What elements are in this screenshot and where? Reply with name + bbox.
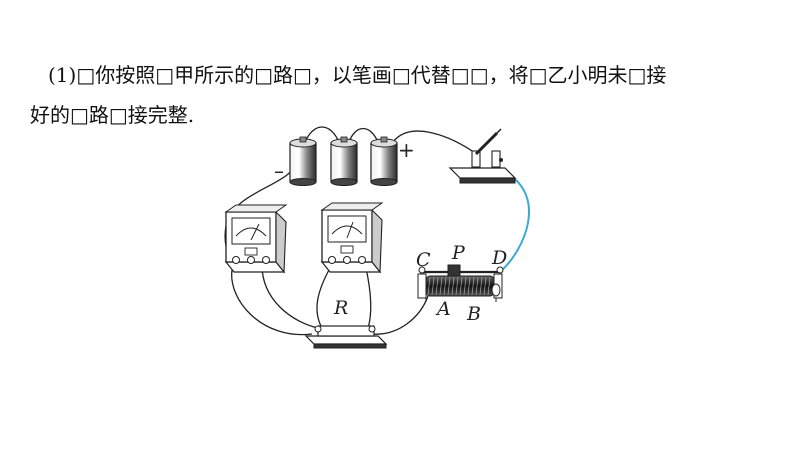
knife-switch	[448, 128, 517, 184]
rheostat-label-a: A	[435, 298, 451, 320]
ammeter	[224, 204, 288, 274]
wire-voltmeter-to-resistor-right	[365, 267, 372, 329]
rheostat-label-b: B	[466, 303, 481, 325]
battery-minus-label: –	[274, 159, 284, 183]
wire-voltmeter-to-resistor-left	[316, 267, 331, 329]
question-text: (1)□你按照□甲所示的□路□，以笔画□代替□□，将□乙小明未□接 好的□路□接…	[30, 55, 770, 135]
wire-resistor-to-rheostat	[371, 295, 429, 335]
blue-wire-switch-to-rheostat	[499, 171, 531, 273]
question-line-1: (1)□你按照□甲所示的□路□，以笔画□代替□□，将□乙小明未□接	[48, 63, 667, 87]
battery-plus-label: +	[398, 138, 415, 162]
wire-ammeter-to-resistor	[261, 264, 319, 329]
rheostat-slider	[447, 264, 461, 277]
wire-cell2-cell3	[348, 127, 379, 143]
battery-cell-3	[370, 136, 398, 186]
rheostat: C P D A B	[416, 242, 507, 325]
battery: – +	[274, 136, 415, 186]
question-line-2: 好的□路□接完整.	[30, 103, 195, 127]
battery-cell-2	[330, 136, 358, 186]
rheostat-label-c: C	[416, 249, 431, 271]
rheostat-label-p: P	[451, 242, 466, 264]
wire-battery-to-switch	[392, 130, 479, 156]
voltmeter	[320, 202, 384, 274]
wire-cell1-cell2	[304, 126, 340, 143]
resistor-label: R	[333, 297, 348, 319]
rheostat-label-d: D	[491, 247, 507, 269]
resistor: R	[304, 297, 388, 349]
wire-ammeter-loop	[231, 269, 313, 336]
battery-cell-1	[289, 136, 317, 186]
